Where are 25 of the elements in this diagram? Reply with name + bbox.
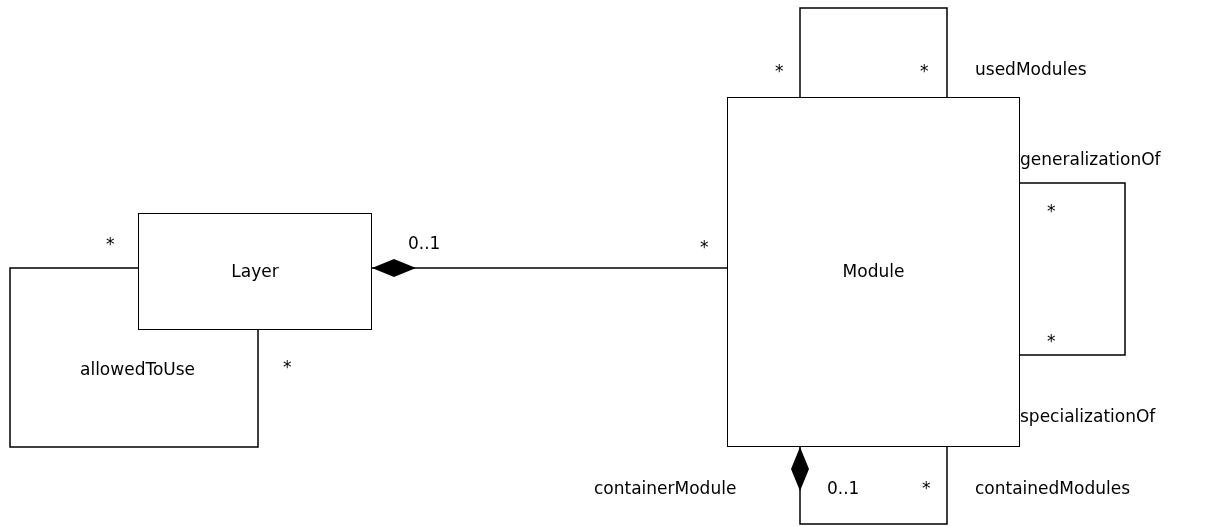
association-label: containedModules [975, 477, 1131, 499]
class-name: Module [842, 260, 905, 284]
association-label: * [1047, 200, 1056, 222]
association-label: usedModules [975, 58, 1087, 80]
association-label: * [700, 236, 709, 258]
class-box [727, 97, 1020, 447]
association-line [799, 7, 948, 98]
association-line [371, 259, 728, 277]
association-label: * [922, 477, 931, 499]
association-line [791, 446, 948, 525]
association-line [1019, 182, 1126, 356]
class-name: Layer [231, 259, 279, 283]
association-label: * [920, 60, 929, 82]
association-label: * [1047, 330, 1056, 352]
association-label: specializationOf [1020, 405, 1156, 427]
association-label: * [283, 356, 292, 378]
association-label: generalizationOf [1020, 148, 1161, 170]
association-label: * [106, 233, 115, 255]
association-label: 0..1 [408, 232, 441, 254]
association-line [9, 267, 259, 448]
association-label: allowedToUse [80, 358, 196, 380]
association-label: 0..1 [827, 477, 860, 499]
class-box [138, 213, 372, 330]
association-label: containerModule [594, 477, 737, 499]
association-label: * [775, 60, 784, 82]
